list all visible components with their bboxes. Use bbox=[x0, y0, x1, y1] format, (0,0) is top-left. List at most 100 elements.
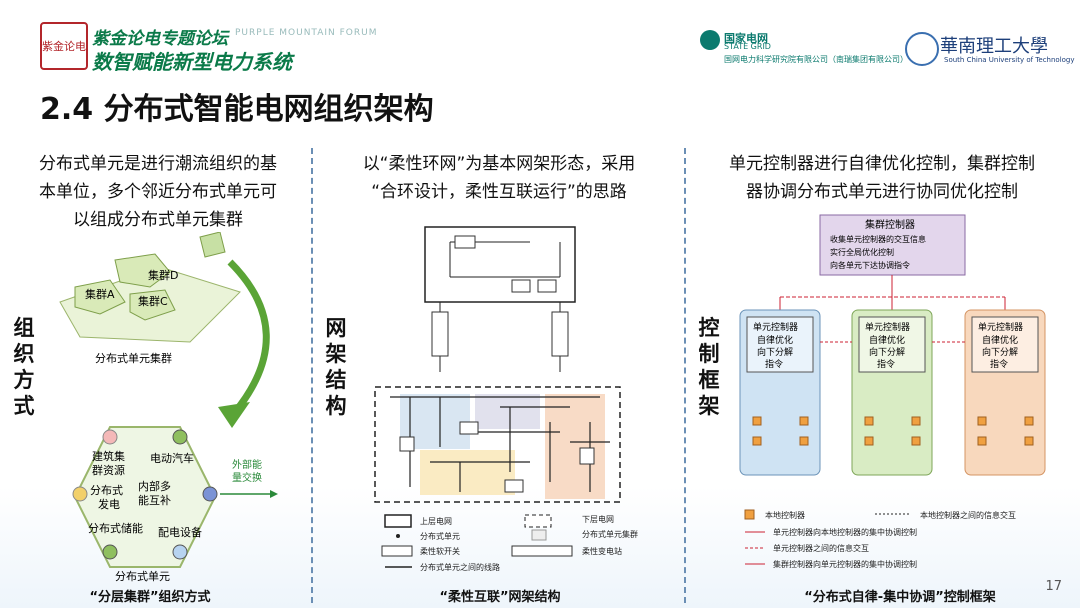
svg-text:向下分解: 向下分解 bbox=[982, 346, 1018, 358]
col2-intro: 以“柔性环网”为基本网架形态，采用“合环设计，柔性互联运行”的思路 bbox=[362, 154, 636, 202]
svg-text:单元控制器之间的信息交互: 单元控制器之间的信息交互 bbox=[773, 543, 869, 553]
column-divider bbox=[311, 148, 313, 603]
svg-text:建筑集: 建筑集 bbox=[92, 449, 125, 463]
scut-english-name: South China University of Technology bbox=[944, 56, 1075, 64]
svg-text:配电设备: 配电设备 bbox=[158, 525, 202, 539]
cluster-a-label: 集群A bbox=[85, 287, 115, 301]
col3-caption: “分布式自律-集中协调”控制框架 bbox=[804, 590, 996, 605]
svg-text:下层电网: 下层电网 bbox=[582, 514, 614, 524]
legend-lower-grid-icon bbox=[524, 514, 552, 528]
legend-upper-grid-icon bbox=[384, 514, 412, 528]
cluster-caption: 分布式单元集群 bbox=[95, 351, 172, 365]
state-grid-english: STATE GRID bbox=[724, 42, 771, 51]
col2-side-label: 网架结构 bbox=[325, 316, 347, 418]
col1-intro: 分布式单元是进行潮流组织的基本单位，多个邻近分布式单元可以组成分布式单元集群 bbox=[39, 154, 277, 230]
forum-seal-logo: 紫金论电 bbox=[40, 22, 88, 70]
soft-switch-icon bbox=[399, 436, 415, 452]
legend-soft-switch-icon bbox=[381, 545, 413, 557]
svg-text:电动汽车: 电动汽车 bbox=[150, 451, 194, 465]
unit-region-grey bbox=[475, 394, 540, 429]
svg-text:指令: 指令 bbox=[877, 358, 895, 370]
svg-text:单元控制器向本地控制器的集中协调控制: 单元控制器向本地控制器的集中协调控制 bbox=[773, 527, 917, 537]
svg-text:单元控制器: 单元控制器 bbox=[978, 321, 1023, 333]
unit-region-orange bbox=[545, 394, 605, 499]
cluster-controller-title: 集群控制器 bbox=[865, 218, 915, 231]
unit-region-yellow bbox=[420, 450, 515, 495]
svg-text:柔性变电站: 柔性变电站 bbox=[582, 546, 622, 556]
svg-text:向下分解: 向下分解 bbox=[869, 346, 905, 358]
svg-text:本地控制器之间的信息交互: 本地控制器之间的信息交互 bbox=[920, 510, 1016, 520]
col3-legend: 本地控制器 本地控制器之间的信息交互 单元控制器向本地控制器的集中协调控制 单元… bbox=[744, 509, 1016, 569]
distributed-unit-hexagon: 建筑集 群资源 电动汽车 分布式 发电 内部多 能互补 分布式储能 配电设备 bbox=[72, 426, 218, 568]
svg-text:发电: 发电 bbox=[98, 497, 120, 511]
svg-text:指令: 指令 bbox=[990, 358, 1008, 370]
svg-text:分布式单元: 分布式单元 bbox=[420, 531, 460, 541]
legend-substation-icon bbox=[511, 545, 573, 557]
soft-switch-icon bbox=[504, 479, 524, 493]
col3-control-diagram: 集群控制器 收集单元控制器的交互信息 实行全局优化控制 向各单元下达协调指令 单… bbox=[739, 214, 1046, 569]
column-divider bbox=[684, 148, 686, 603]
svg-text:向各单元下达协调指令: 向各单元下达协调指令 bbox=[830, 260, 910, 270]
svg-text:自律优化: 自律优化 bbox=[869, 334, 905, 346]
state-grid-logo bbox=[700, 30, 720, 50]
svg-text:向下分解: 向下分解 bbox=[757, 346, 793, 358]
local-controller-markers bbox=[752, 416, 1034, 446]
col2-legend: 上层电网 下层电网 分布式单元 分布式单元集群 柔性软开关 柔性变电站 分布式单… bbox=[381, 514, 638, 572]
svg-text:柔性软开关: 柔性软开关 bbox=[420, 546, 460, 556]
lower-grid-box bbox=[374, 386, 621, 503]
svg-text:自律优化: 自律优化 bbox=[757, 334, 793, 346]
forum-subtitle: 数智赋能新型电力系统 bbox=[92, 50, 292, 74]
svg-text:分布式单元之间的线路: 分布式单元之间的线路 bbox=[420, 562, 500, 572]
unit-caption: 分布式单元 bbox=[115, 570, 170, 583]
upper-grid-box bbox=[424, 226, 576, 303]
cluster-controller-box bbox=[819, 214, 966, 276]
forum-english-name: PURPLE MOUNTAIN FORUM bbox=[235, 28, 378, 38]
soft-switch-icon bbox=[579, 447, 595, 465]
curved-arrow bbox=[227, 259, 270, 415]
col3-intro: 单元控制器进行自律优化控制，集群控制器协调分布式单元进行协同优化控制 bbox=[729, 154, 1035, 202]
scut-name: 華南理工大學 bbox=[940, 36, 1048, 57]
scut-emblem-logo bbox=[905, 32, 939, 66]
arrow-head bbox=[218, 402, 250, 428]
svg-text:分布式: 分布式 bbox=[90, 484, 123, 497]
svg-text:自律优化: 自律优化 bbox=[982, 334, 1018, 346]
legend-local-controller-icon bbox=[744, 509, 755, 520]
soft-switch-icon bbox=[459, 421, 479, 435]
col1-side-label: 组织方式 bbox=[13, 316, 35, 418]
svg-text:群资源: 群资源 bbox=[92, 463, 125, 477]
slide-title: 2.4 分布式智能电网组织架构 bbox=[40, 92, 434, 127]
svg-text:单元控制器: 单元控制器 bbox=[753, 321, 798, 333]
state-grid-name: 国家电网 bbox=[724, 32, 768, 45]
svg-text:内部多: 内部多 bbox=[138, 479, 171, 493]
col1-caption: “分层集群”组织方式 bbox=[89, 590, 211, 605]
col2-grid-diagram: 上层电网 下层电网 分布式单元 分布式单元集群 柔性软开关 柔性变电站 分布式单… bbox=[374, 226, 638, 572]
svg-text:上层电网: 上层电网 bbox=[420, 516, 452, 526]
svg-text:集群控制器向单元控制器的集中协调控制: 集群控制器向单元控制器的集中协调控制 bbox=[773, 559, 917, 569]
page-number: 17 bbox=[1045, 579, 1062, 594]
flexible-substation-icon bbox=[431, 311, 449, 357]
svg-text:能互补: 能互补 bbox=[138, 493, 171, 507]
external-exchange-label: 外部能 bbox=[232, 458, 262, 471]
svg-text:分布式单元集群: 分布式单元集群 bbox=[582, 529, 638, 539]
cluster-d-label: 集群D bbox=[148, 268, 178, 282]
col1-organization-diagram: 集群D 集群A 集群C 分布式单元集群 建筑集 群资源 电动汽车 分布式 发电 … bbox=[59, 232, 278, 583]
svg-text:分布式储能: 分布式储能 bbox=[88, 521, 143, 535]
svg-text:收集单元控制器的交互信息: 收集单元控制器的交互信息 bbox=[830, 234, 926, 244]
cluster-c-label: 集群C bbox=[138, 294, 168, 308]
forum-title: 紫金论电专题论坛 bbox=[92, 29, 228, 49]
soft-switch-icon bbox=[511, 279, 531, 293]
svg-text:单元控制器: 单元控制器 bbox=[865, 321, 910, 333]
header-band bbox=[0, 0, 1080, 80]
legend-unit-dot bbox=[396, 534, 400, 538]
soft-switch-icon bbox=[537, 279, 557, 293]
svg-text:指令: 指令 bbox=[765, 358, 783, 370]
cluster-map: 集群D 集群A 集群C 分布式单元集群 bbox=[59, 232, 241, 365]
col3-side-label: 控制框架 bbox=[698, 316, 720, 418]
legend-cluster-icon bbox=[531, 529, 547, 541]
state-grid-institute: 国网电力科学研究院有限公司（南瑞集团有限公司） bbox=[724, 55, 908, 64]
svg-text:量交换: 量交换 bbox=[232, 471, 262, 484]
soft-switch-icon bbox=[454, 235, 476, 249]
flexible-substation-icon bbox=[551, 311, 569, 357]
svg-text:实行全局优化控制: 实行全局优化控制 bbox=[830, 247, 894, 257]
col2-caption: “柔性互联”网架结构 bbox=[439, 590, 561, 605]
